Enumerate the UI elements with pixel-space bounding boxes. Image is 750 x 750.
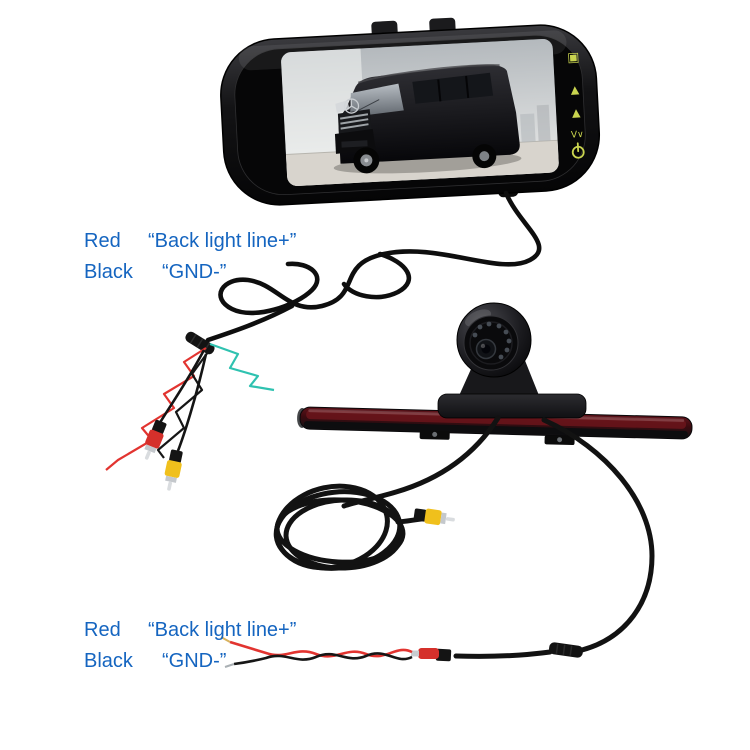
rearview-mirror-monitor: ▣ ▲ ▲ V∨	[220, 17, 601, 206]
camera-cable	[341, 415, 655, 659]
wire-color-label: Black	[84, 650, 133, 672]
ir-leds	[472, 321, 512, 360]
wire-function-label: “Back light line+”	[148, 619, 297, 641]
camera-video-rca-connector	[413, 506, 456, 528]
wiring-note-top: Red “Back light line+” Black “GND-”	[84, 231, 296, 293]
wire-function-label: “GND-”	[162, 261, 227, 283]
black-wire-note: Black “GND-”	[84, 262, 296, 282]
screw-icon	[557, 437, 563, 443]
bare-wire-tip	[220, 636, 231, 643]
van-headlight	[335, 100, 350, 113]
bare-wire-tip	[224, 663, 235, 668]
red-wire-note: Red “Back light line+”	[84, 620, 296, 640]
yellow-rca-connector	[161, 448, 185, 493]
touch-buttons: ▣ ▲ ▲ V∨	[567, 50, 585, 159]
van-photo	[280, 38, 560, 187]
wire-function-label: “Back light line+”	[148, 230, 297, 252]
coiled-cable	[273, 483, 406, 571]
camera-base	[437, 393, 587, 419]
monitor-cable	[205, 190, 542, 343]
up-icon[interactable]: ▲	[570, 83, 580, 96]
twisted-wire-black	[233, 652, 413, 666]
back-light-wire-red	[105, 347, 207, 471]
inline-connector	[185, 331, 215, 355]
power-icon[interactable]	[571, 142, 585, 159]
select-icon[interactable]: V∨	[571, 130, 584, 141]
ground-wire-black	[156, 351, 209, 459]
brake-light-camera	[437, 302, 587, 419]
down-icon[interactable]: ▲	[572, 106, 582, 119]
trigger-wire-teal	[209, 342, 275, 392]
rca-lead	[174, 353, 208, 457]
wire-color-label: Red	[84, 230, 121, 252]
red-power-connector	[411, 648, 452, 662]
red-rca-connector	[139, 418, 169, 463]
wire-color-label: Black	[84, 261, 133, 283]
menu-icon[interactable]: ▣	[567, 50, 580, 66]
barrel-connector	[548, 642, 584, 658]
twisted-wire-red	[229, 640, 413, 658]
wire-color-label: Red	[84, 619, 121, 641]
wiring-note-bottom: Red “Back light line+” Black “GND-”	[84, 620, 296, 682]
van-side-windows	[412, 72, 494, 104]
red-wire-note: Red “Back light line+”	[84, 231, 296, 251]
black-wire-note: Black “GND-”	[84, 651, 296, 671]
screw-icon	[432, 431, 438, 437]
wire-function-label: “GND-”	[162, 650, 227, 672]
